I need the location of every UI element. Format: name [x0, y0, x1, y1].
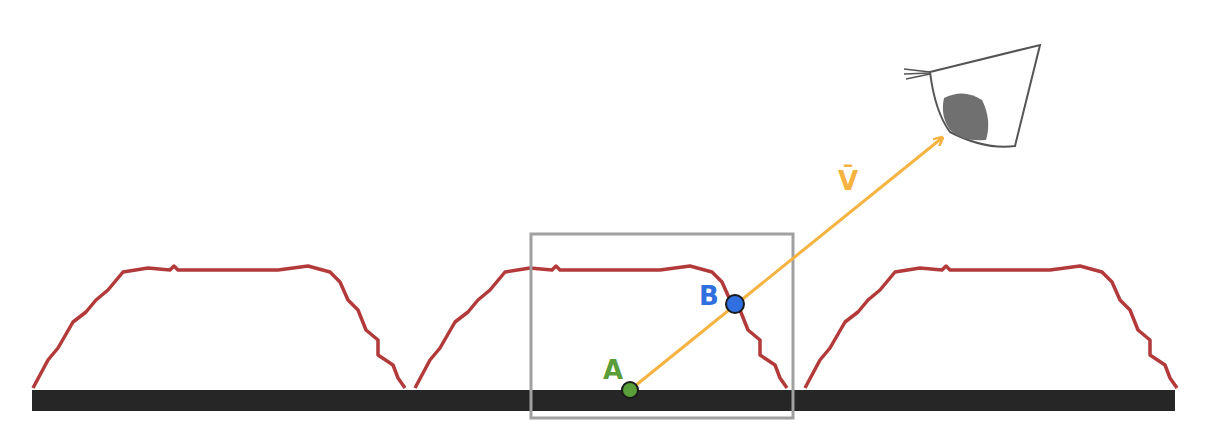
point-a — [622, 382, 638, 398]
eye-icon — [904, 45, 1040, 147]
vector-label: V̄ — [838, 168, 858, 194]
height-bump — [805, 266, 1177, 388]
texel-frame — [531, 234, 793, 418]
point-label: A — [603, 357, 623, 383]
height-bump — [415, 266, 787, 388]
point-b — [726, 295, 744, 313]
height-bump — [33, 266, 405, 388]
base-plane — [32, 390, 1175, 411]
view-vector — [630, 138, 942, 390]
point-label: B — [699, 283, 719, 309]
